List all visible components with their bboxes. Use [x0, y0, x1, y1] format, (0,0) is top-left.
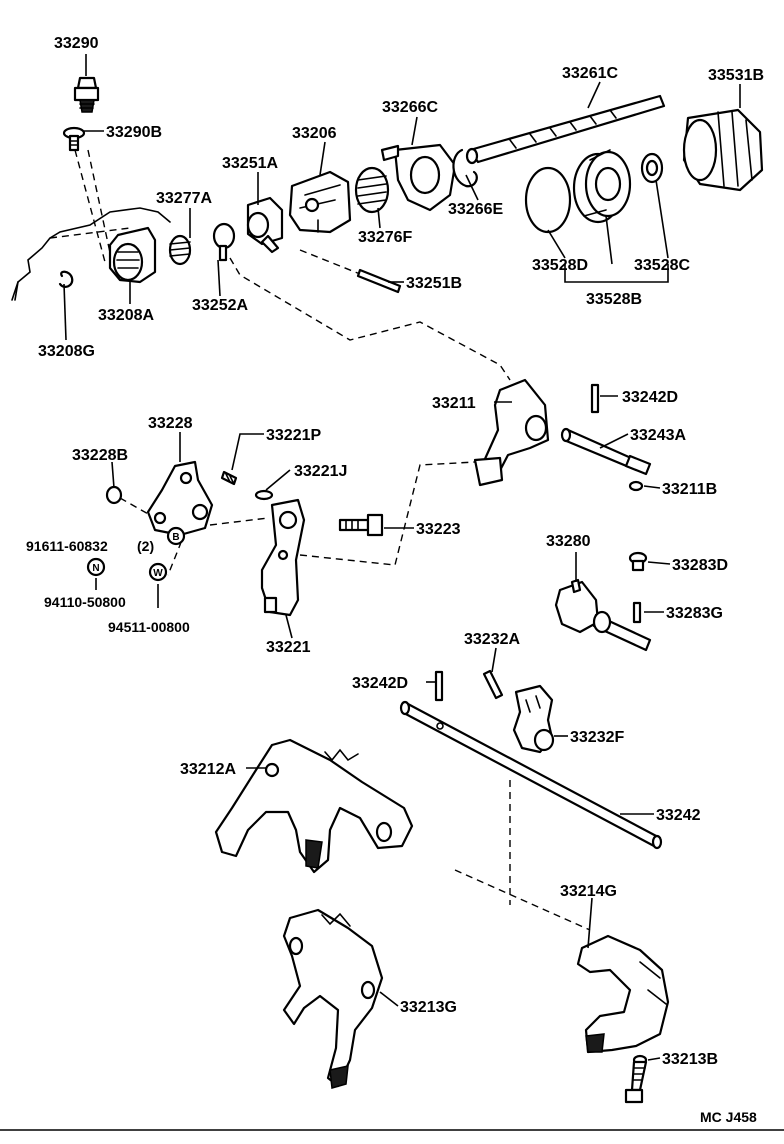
washer-badge-letter: W [153, 568, 163, 579]
label-33251B: 33251B [406, 275, 462, 292]
label-33221J: 33221J [294, 463, 347, 480]
part-33213G-shift-fork [282, 908, 384, 1089]
label-33213B: 33213B [662, 1051, 718, 1068]
label-33228: 33228 [148, 415, 193, 432]
part-33221-shift-arm [260, 498, 306, 617]
part-33290-breather-plug [73, 76, 100, 113]
part-33211-shift-arm [473, 378, 550, 487]
part-33283G-pin [632, 601, 642, 624]
nut-badge: N [86, 557, 106, 577]
part-33208A-housing [108, 226, 157, 284]
part-33223-bolt [338, 513, 384, 537]
washer-badge: W [148, 562, 168, 582]
label-33208G: 33208G [38, 343, 95, 360]
nut-badge-letter: N [92, 563, 99, 574]
part-33211B-pin [628, 480, 644, 492]
part-33528B-housing [572, 149, 632, 224]
part-33242D-pin-mid [434, 670, 444, 702]
label-33221: 33221 [266, 639, 311, 656]
part-33276F-spring [354, 166, 390, 214]
label-33277A: 33277A [156, 190, 212, 207]
part-33232F-shift-head [512, 684, 555, 754]
part-33531B-boot [682, 108, 764, 192]
label-33531B: 33531B [708, 67, 764, 84]
part-33212A-shift-fork [214, 738, 414, 874]
bolt-badge: B [166, 526, 186, 546]
label-33214G: 33214G [560, 883, 617, 900]
label-91611-60832: 91611-60832 [26, 538, 108, 554]
part-33261C-shaft [465, 94, 666, 165]
label-33528B: 33528B [586, 291, 642, 308]
part-33228-lever [146, 460, 214, 537]
label-33252A: 33252A [192, 297, 248, 314]
part-33528D-gasket [524, 166, 572, 234]
label-33266E: 33266E [448, 201, 503, 218]
part-33251B-pin [356, 268, 402, 294]
part-33266E-snap-ring [452, 148, 478, 188]
label-33290B: 33290B [106, 124, 162, 141]
part-33208G-clip [58, 270, 74, 288]
bolt-badge-letter: B [172, 532, 179, 543]
part-33252A-lever [212, 222, 236, 262]
label-33232F: 33232F [570, 729, 624, 746]
part-33242-shift-rod [399, 700, 663, 850]
part-33528C-seal [640, 152, 664, 184]
transmission-case-outline [11, 207, 171, 301]
label-33528C: 33528C [634, 257, 690, 274]
part-33280-selector [554, 578, 652, 652]
label-33232A: 33232A [464, 631, 520, 648]
part-33213B-bolt [624, 1054, 648, 1104]
label-33212A: 33212A [180, 761, 236, 778]
label-33213G: 33213G [400, 999, 457, 1016]
part-33290B-bolt [62, 126, 86, 152]
label-91611-qty: (2) [137, 538, 154, 554]
label-33206: 33206 [292, 125, 337, 142]
label-33223: 33223 [416, 521, 461, 538]
label-33242D-mid: 33242D [352, 675, 408, 692]
label-33221P: 33221P [266, 427, 321, 444]
part-33228B-bushing [105, 485, 123, 505]
part-33232A-pin [482, 669, 504, 700]
part-33266C-retainer [380, 143, 457, 212]
label-33228B: 33228B [72, 447, 128, 464]
label-33276F: 33276F [358, 229, 412, 246]
label-33211B: 33211B [662, 481, 717, 498]
label-33266C: 33266C [382, 99, 438, 116]
part-33214G-shift-fork [576, 934, 670, 1054]
label-33251A: 33251A [222, 155, 278, 172]
label-33283G: 33283G [666, 605, 723, 622]
label-33283D: 33283D [672, 557, 728, 574]
label-33242D-top: 33242D [622, 389, 678, 406]
part-33243A-shaft [560, 427, 652, 476]
leader-lines [63, 54, 741, 1061]
part-33251A-bracket [246, 196, 284, 254]
part-33283D-bolt [628, 551, 648, 572]
label-33261C: 33261C [562, 65, 618, 82]
part-33206-shift-head [288, 170, 352, 234]
label-94110-50800: 94110-50800 [44, 594, 126, 610]
label-33243A: 33243A [630, 427, 686, 444]
label-33242: 33242 [656, 807, 701, 824]
label-94511-00800: 94511-00800 [108, 619, 190, 635]
diagram-code: MC J458 [700, 1109, 757, 1125]
part-33242D-pin-top [590, 383, 600, 414]
part-33277A-spring [168, 234, 192, 266]
label-33208A: 33208A [98, 307, 154, 324]
part-33221P-spring [220, 470, 238, 486]
part-33221J-ring [254, 489, 274, 501]
label-33290: 33290 [54, 35, 99, 52]
label-33528D: 33528D [532, 257, 588, 274]
label-33211: 33211 [432, 395, 476, 412]
part-labels: 33290 33290B 33277A 33251A 33206 33266C … [26, 35, 764, 1125]
label-33280: 33280 [546, 533, 591, 550]
